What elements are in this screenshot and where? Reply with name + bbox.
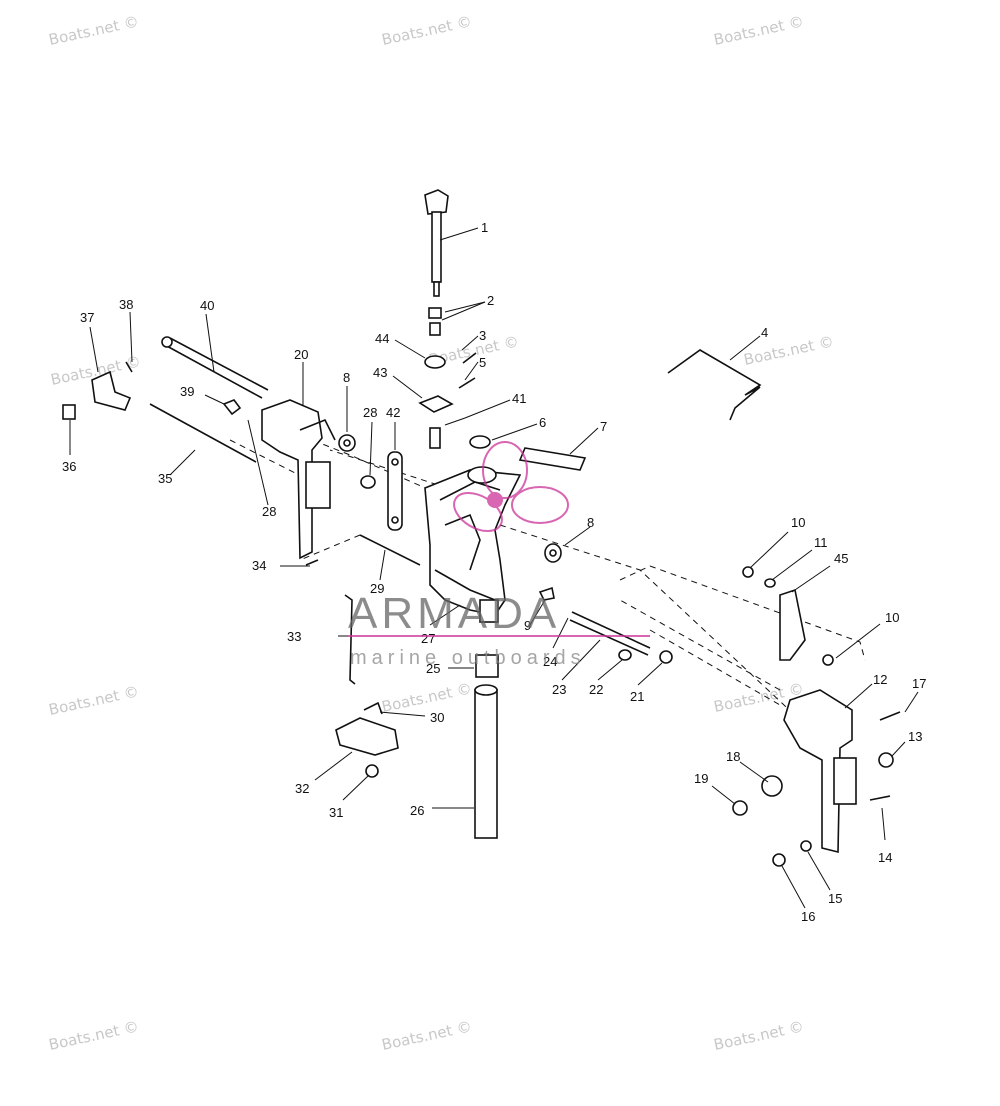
part-hardware-stack xyxy=(418,307,491,449)
propeller-logo-icon xyxy=(453,441,569,532)
part-bushing xyxy=(338,434,562,563)
callout-label: 36 xyxy=(62,459,76,474)
callout-label: 2 xyxy=(487,293,494,308)
part-spring-rod xyxy=(344,594,356,685)
callout-label: 45 xyxy=(834,551,848,566)
callout-label: 9 xyxy=(524,618,531,633)
callout-label: 10 xyxy=(885,610,899,625)
watermark: Boats.net © xyxy=(712,12,805,49)
callout-label: 44 xyxy=(375,331,389,346)
part-steering-tube xyxy=(474,654,499,839)
assembly-lines xyxy=(229,419,866,721)
callout-label: 13 xyxy=(908,729,922,744)
callout-label: 20 xyxy=(294,347,308,362)
callout-label: 8 xyxy=(343,370,350,385)
callout-label: 17 xyxy=(912,676,926,691)
callout-label: 5 xyxy=(479,355,486,370)
callout-label: 16 xyxy=(801,909,815,924)
callout-label: 22 xyxy=(589,682,603,697)
watermark: Boats.net © xyxy=(380,679,473,716)
callout-label: 1 xyxy=(481,220,488,235)
part-bolts-nuts xyxy=(732,711,901,867)
callout-label: 19 xyxy=(694,771,708,786)
callout-label: 27 xyxy=(421,631,435,646)
callout-label: 15 xyxy=(828,891,842,906)
part-clamp-bracket-left xyxy=(261,399,336,560)
callout-label: 43 xyxy=(373,365,387,380)
brand-name: ARMADA xyxy=(348,589,560,638)
callout-label: 39 xyxy=(180,384,194,399)
callout-label: 35 xyxy=(158,471,172,486)
callout-label: 40 xyxy=(200,298,214,313)
callout-label: 14 xyxy=(878,850,892,865)
part-tilt-shaft xyxy=(538,586,673,664)
callout-label: 42 xyxy=(386,405,400,420)
callout-label: 23 xyxy=(552,682,566,697)
callout-label: 37 xyxy=(80,310,94,325)
callout-label: 10 xyxy=(791,515,805,530)
callout-label: 18 xyxy=(726,749,740,764)
part-tilt-lock-cam xyxy=(62,361,242,420)
callout-label: 31 xyxy=(329,805,343,820)
watermark: Boats.net © xyxy=(742,332,835,369)
callout-label: 4 xyxy=(761,325,768,340)
callout-label: 34 xyxy=(252,558,266,573)
callout-label: 12 xyxy=(873,672,887,687)
watermark: Boats.net © xyxy=(47,682,140,719)
callout-label: 33 xyxy=(287,629,301,644)
callout-label: 21 xyxy=(630,689,644,704)
callout-label: 41 xyxy=(512,391,526,406)
callout-label: 29 xyxy=(370,581,384,596)
callout-label: 24 xyxy=(543,654,557,669)
brand-tagline: marine outboards xyxy=(350,647,586,669)
callout-label: 28 xyxy=(363,405,377,420)
callout-label: 6 xyxy=(539,415,546,430)
callout-label: 3 xyxy=(479,328,486,343)
watermark: Boats.net © xyxy=(47,12,140,49)
callout-label: 32 xyxy=(295,781,309,796)
part-link-plate xyxy=(387,451,403,531)
callout-labels: 1 2 3 4 5 6 7 8 8 9 10 10 11 12 13 14 15… xyxy=(62,220,926,924)
callout-label: 8 xyxy=(587,515,594,530)
brand-logo: ARMADA marine outboards xyxy=(348,441,650,669)
part-spring-clip xyxy=(335,701,399,778)
callout-label: 30 xyxy=(430,710,444,725)
part-clamp-bracket-right xyxy=(742,566,857,854)
part-pin xyxy=(305,534,421,566)
callout-label: 28 xyxy=(262,504,276,519)
part-tilt-lock-lever xyxy=(424,189,449,297)
watermark: Boats.net © xyxy=(712,1017,805,1054)
watermark: Boats.net © xyxy=(380,1017,473,1054)
callout-label: 38 xyxy=(119,297,133,312)
part-tilt-lever-rod xyxy=(667,349,762,421)
callout-label: 7 xyxy=(600,419,607,434)
callout-label: 25 xyxy=(426,661,440,676)
watermark: Boats.net © xyxy=(380,12,473,49)
part-decal-strip xyxy=(518,447,587,471)
leader-lines xyxy=(69,227,919,909)
watermark: Boats.net © xyxy=(47,1017,140,1054)
callout-label: 11 xyxy=(814,535,828,550)
callout-label: 26 xyxy=(410,803,424,818)
part-tilt-tube xyxy=(149,336,269,463)
